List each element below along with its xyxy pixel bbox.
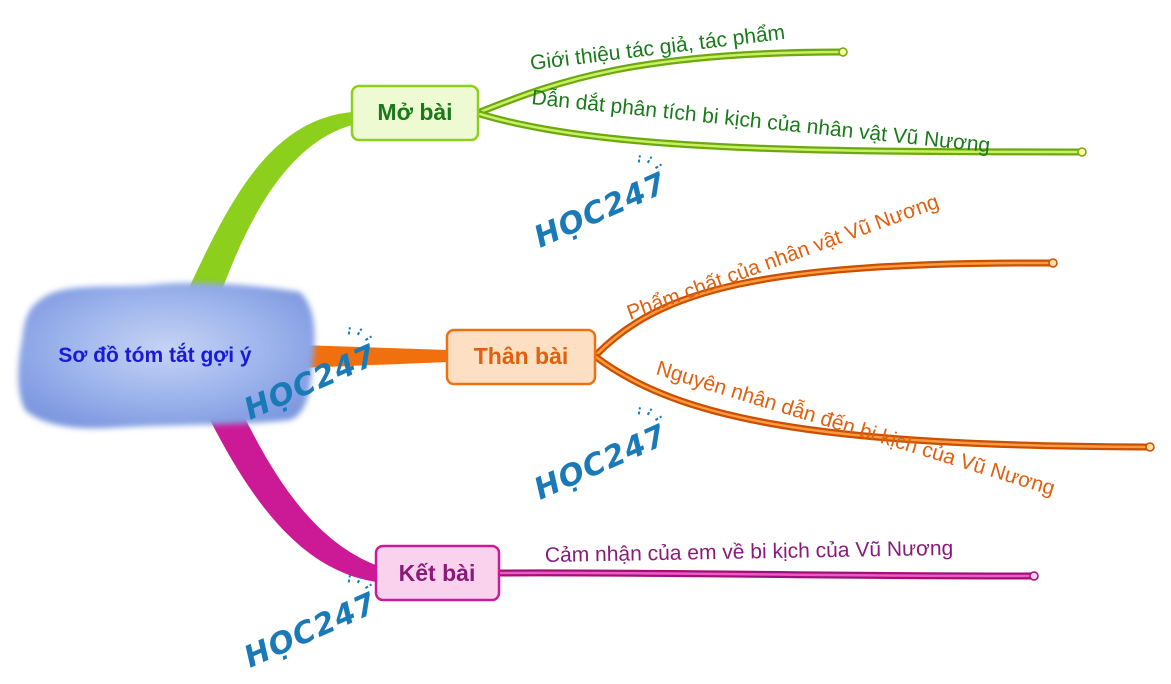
branch-ket-bai-label: Kết bài [399, 560, 476, 586]
tube-than-bai-leaf-2-highlight [594, 355, 1152, 449]
end-cap [1029, 571, 1039, 581]
branch-ket-bai: Kết bài [374, 544, 501, 602]
watermark-spark-icon [637, 155, 663, 169]
svg-text:HỌC247: HỌC247 [529, 166, 672, 255]
central-topic: Sơ đồ tóm tắt gợi ý [18, 282, 315, 429]
svg-text:HỌC247: HỌC247 [529, 418, 672, 507]
branch-than-bai-box [445, 328, 597, 386]
branch-ket-bai-box [374, 544, 501, 602]
tube-mo-bai-leaf-1-highlight [478, 50, 845, 114]
watermark-spark-icon [347, 575, 373, 589]
tube-than-bai-leaf-1-highlight [594, 261, 1055, 357]
watermark-logo: HỌC247 [239, 575, 382, 675]
watermark-spark-icon [347, 327, 373, 341]
connector-center-to-than-bai [300, 345, 448, 368]
connector-center-to-mo-bai [188, 112, 356, 290]
leaf-ket-bai-1: Cảm nhận của em về bi kịch của Vũ Nương [545, 537, 954, 567]
leaf-than-bai-2: Nguyên nhân dẫn đến bi kịch của Vũ Nương [654, 357, 1058, 500]
branch-mo-bai-label: Mở bài [377, 99, 452, 125]
leaf-mo-bai-1: Giới thiệu tác giả, tác phẩm [529, 21, 786, 75]
end-cap [1048, 258, 1058, 268]
end-cap [1145, 442, 1155, 452]
branch-mo-bai: Mở bài [350, 84, 480, 142]
watermark-logo: HỌC247 [529, 407, 672, 507]
tube-ket-bai-leaf-1-highlight [498, 571, 1036, 578]
branch-mo-bai-box [350, 84, 480, 142]
tube-mo-bai-leaf-2-highlight [478, 112, 1084, 154]
leaf-than-bai-1: Phẩm chất của nhân vật Vũ Nương [624, 190, 942, 325]
branch-than-bai: Thân bài [445, 328, 597, 386]
connector-center-to-ket-bai [205, 404, 378, 582]
central-topic-label: Sơ đồ tóm tắt gợi ý [58, 343, 252, 367]
watermark-spark-icon [637, 407, 663, 421]
watermark-logo: HỌC247 [529, 155, 672, 255]
svg-text:HỌC247: HỌC247 [239, 586, 382, 675]
end-cap [838, 47, 848, 57]
branch-than-bai-label: Thân bài [474, 343, 569, 369]
central-cloud-shape [18, 282, 315, 429]
end-cap [1077, 147, 1087, 157]
